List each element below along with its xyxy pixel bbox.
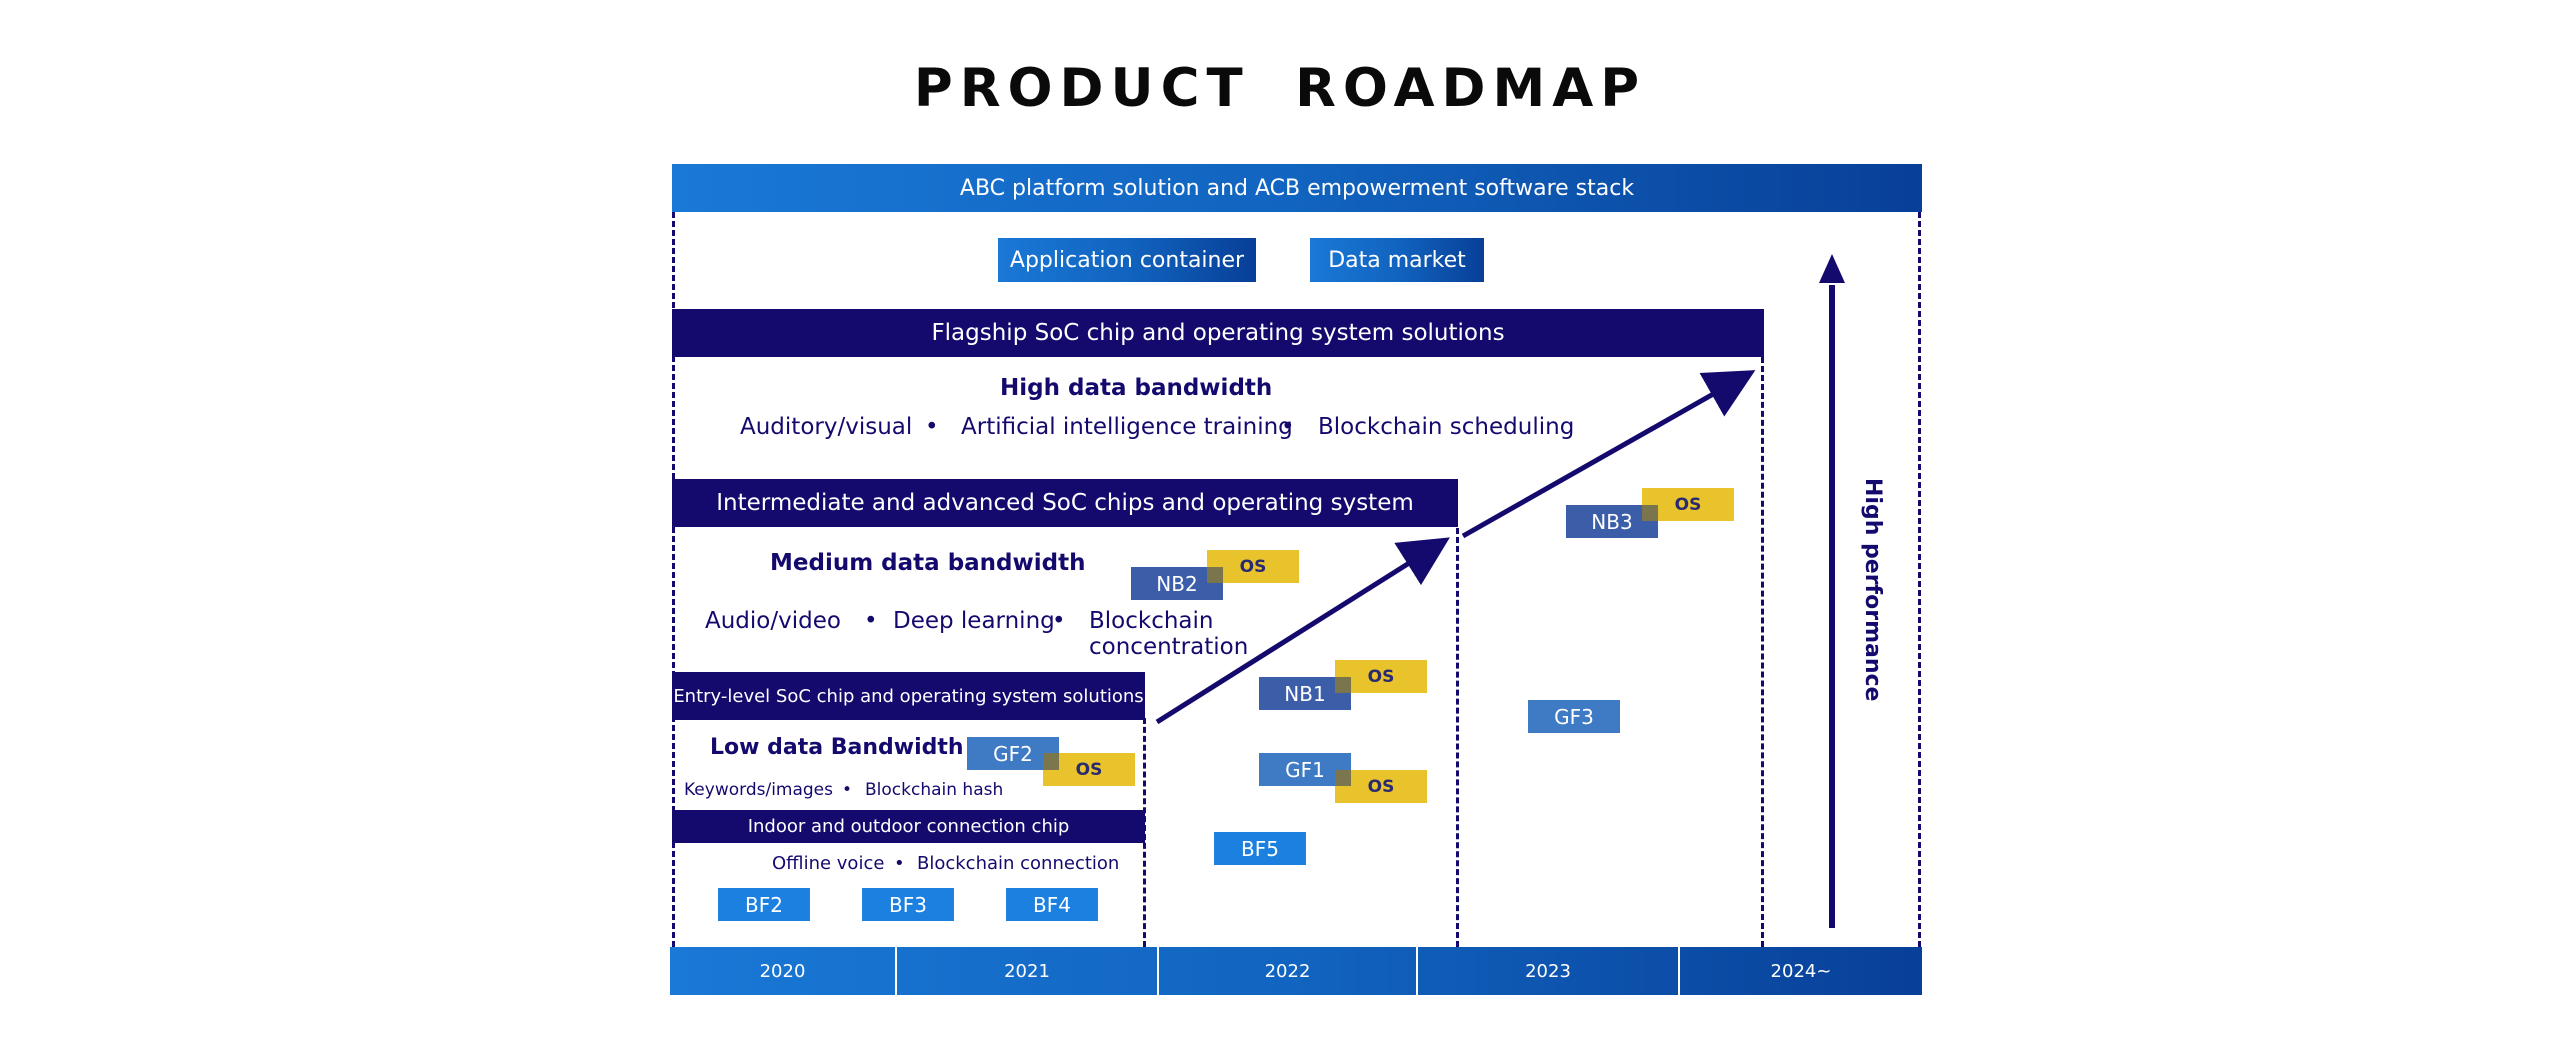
- application-container-label: Application container: [1009, 247, 1245, 273]
- chip-bf2: BF2: [718, 888, 810, 921]
- data-market-box: Data market: [1310, 238, 1484, 282]
- bullet: •: [864, 608, 878, 634]
- feature-ai-training: Artificial intelligence training: [961, 414, 1293, 440]
- medium-bandwidth-label: Medium data bandwidth: [770, 550, 1086, 576]
- os-badge: OS: [1207, 550, 1299, 583]
- connection-header-label: Indoor and outdoor connection chip: [747, 816, 1070, 837]
- entry-header: Entry-level SoC chip and operating syste…: [672, 672, 1145, 720]
- feature-blockchain-scheduling: Blockchain scheduling: [1318, 414, 1575, 440]
- low-bandwidth-label: Low data Bandwidth: [710, 735, 964, 760]
- year-2023: 2023: [1525, 960, 1571, 982]
- bullet: •: [1281, 414, 1295, 440]
- divider-2022: [1456, 528, 1459, 947]
- bullet: •: [925, 414, 939, 440]
- overlap-shade: [1335, 770, 1351, 786]
- feature-audio-video: Audio/video: [705, 608, 841, 634]
- feature-blockchain-concentration: Blockchain concentration: [1089, 608, 1249, 660]
- connection-header: Indoor and outdoor connection chip: [672, 810, 1145, 843]
- chip-nb1: NB1: [1259, 677, 1351, 710]
- chip-bf3: BF3: [862, 888, 954, 921]
- year-2024-plus: 2024~: [1770, 960, 1832, 982]
- feature-blockchain-hash: Blockchain hash: [865, 780, 1004, 800]
- year-2020: 2020: [759, 960, 806, 982]
- flagship-header: Flagship SoC chip and operating system s…: [672, 309, 1764, 357]
- feature-blockchain-connection: Blockchain connection: [917, 853, 1120, 874]
- right-border-line: [1918, 212, 1921, 947]
- intermediate-header-label: Intermediate and advanced SoC chips and …: [716, 490, 1414, 516]
- bullet: •: [894, 853, 905, 874]
- growth-arrow-upper: [1461, 370, 1756, 539]
- high-bandwidth-label: High data bandwidth: [1000, 375, 1273, 401]
- application-container-box: Application container: [998, 238, 1256, 282]
- entry-header-label: Entry-level SoC chip and operating syste…: [673, 685, 1144, 707]
- chip-gf3: GF3: [1528, 700, 1620, 733]
- flagship-header-label: Flagship SoC chip and operating system s…: [931, 320, 1505, 346]
- bullet: •: [842, 780, 853, 800]
- top-banner: ABC platform solution and ACB empowermen…: [672, 164, 1922, 212]
- overlap-shade: [1335, 677, 1351, 693]
- divider-2023: [1761, 357, 1764, 947]
- year-2021: 2021: [1004, 960, 1050, 982]
- high-performance-arrowhead: [1819, 254, 1845, 283]
- year-divider: [1157, 947, 1159, 995]
- intermediate-header: Intermediate and advanced SoC chips and …: [672, 479, 1458, 527]
- top-banner-label: ABC platform solution and ACB empowermen…: [959, 175, 1635, 201]
- data-market-label: Data market: [1328, 247, 1466, 273]
- year-divider: [895, 947, 897, 995]
- high-performance-label: High performance: [1860, 478, 1885, 702]
- feature-keywords-images: Keywords/images: [684, 780, 833, 800]
- growth-arrow-lower: [1155, 537, 1450, 725]
- timeline-bar: [670, 947, 1922, 995]
- overlap-shade: [1043, 753, 1059, 770]
- chip-bf5: BF5: [1214, 832, 1306, 865]
- page-title: PRODUCT ROADMAP: [913, 58, 1647, 119]
- chip-nb3: NB3: [1566, 505, 1658, 538]
- feature-offline-voice: Offline voice: [772, 853, 885, 874]
- year-divider: [1678, 947, 1680, 995]
- year-divider: [1416, 947, 1418, 995]
- year-2022: 2022: [1264, 960, 1311, 982]
- feature-deep-learning: Deep learning: [893, 608, 1055, 634]
- chip-bf4: BF4: [1006, 888, 1098, 921]
- bullet: •: [1052, 608, 1066, 634]
- overlap-shade: [1642, 505, 1658, 521]
- feature-auditory-visual: Auditory/visual: [740, 414, 913, 440]
- overlap-shade: [1207, 567, 1223, 583]
- left-border-line: [672, 212, 675, 947]
- chip-gf1: GF1: [1259, 753, 1351, 786]
